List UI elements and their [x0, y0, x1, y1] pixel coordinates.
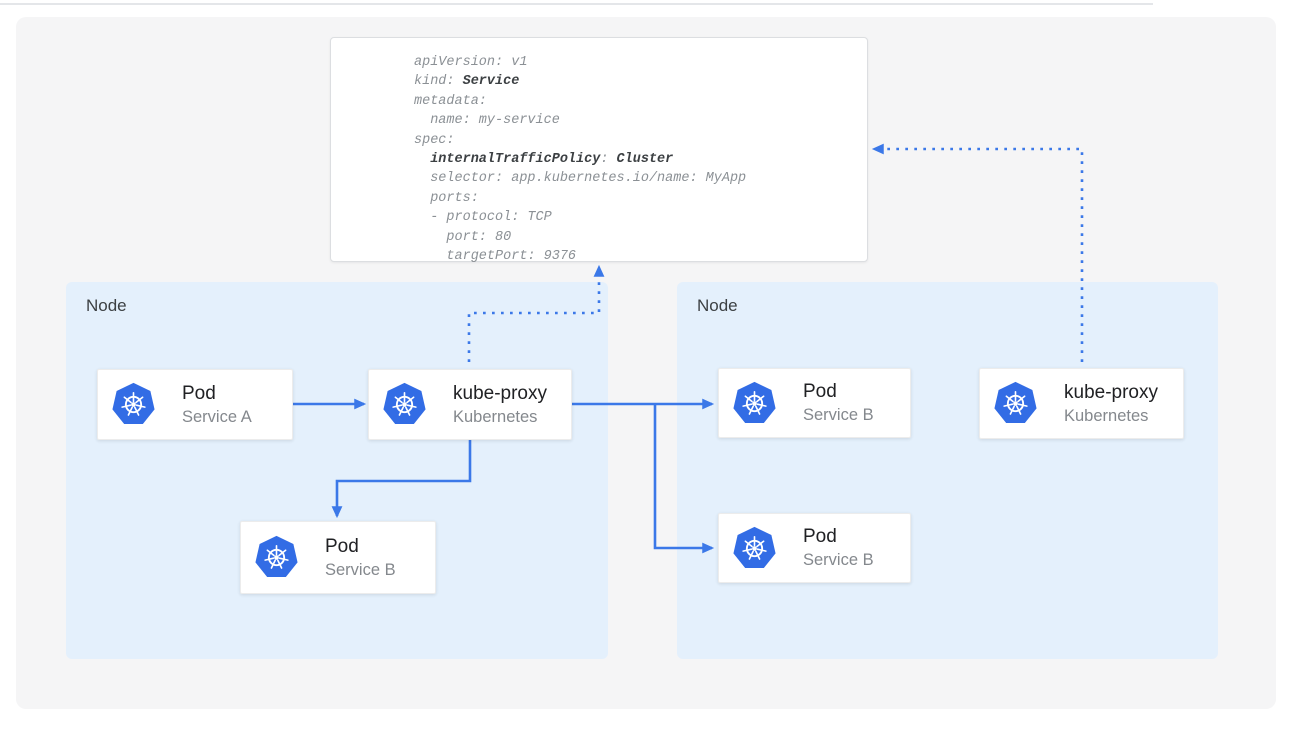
kubernetes-logo-icon	[732, 381, 777, 426]
card-pod-service-a: Pod Service A	[97, 369, 293, 440]
arrow-kube-proxy-to-left-pod-b	[331, 440, 472, 519]
node-container-left: Node	[66, 282, 608, 659]
dotted-arrow-left-kube-proxy-to-yaml	[467, 264, 605, 362]
card-pod-service-b-left: Pod Service B	[240, 521, 436, 594]
card-subtitle: Service B	[803, 551, 874, 569]
card-kube-proxy-right: kube-proxy Kubernetes	[979, 368, 1184, 439]
arrow-kube-proxy-to-right-pod-bottom	[653, 404, 715, 554]
kubernetes-logo-icon	[382, 382, 427, 427]
card-title: kube-proxy	[453, 382, 547, 404]
node-label: Node	[86, 296, 127, 315]
card-subtitle: Service A	[182, 407, 252, 426]
kubernetes-logo-icon	[111, 382, 156, 427]
card-subtitle: Kubernetes	[453, 407, 538, 426]
node-label: Node	[697, 296, 738, 315]
card-pod-service-b-right-top: Pod Service B	[718, 368, 911, 438]
kubernetes-logo-icon	[254, 535, 299, 580]
card-subtitle: Kubernetes	[1064, 406, 1149, 425]
connector-arrows	[293, 143, 1084, 554]
card-title: Pod	[803, 381, 837, 402]
kubernetes-logo-icon	[732, 526, 777, 571]
card-title: Pod	[325, 535, 359, 557]
dotted-arrow-right-kube-proxy-to-yaml	[871, 143, 1084, 362]
card-kube-proxy-left: kube-proxy Kubernetes	[368, 369, 572, 440]
card-title: kube-proxy	[1064, 381, 1158, 403]
card-pod-service-b-right-bottom: Pod Service B	[718, 513, 911, 583]
card-subtitle: Service B	[325, 560, 396, 579]
kubernetes-logo-icon	[993, 381, 1038, 426]
card-subtitle: Service B	[803, 406, 874, 424]
top-divider	[0, 3, 1153, 5]
card-title: Pod	[182, 382, 216, 404]
diagram-panel: Node Node	[16, 17, 1276, 709]
node-container-right: Node	[677, 282, 1218, 659]
card-title: Pod	[803, 526, 837, 547]
